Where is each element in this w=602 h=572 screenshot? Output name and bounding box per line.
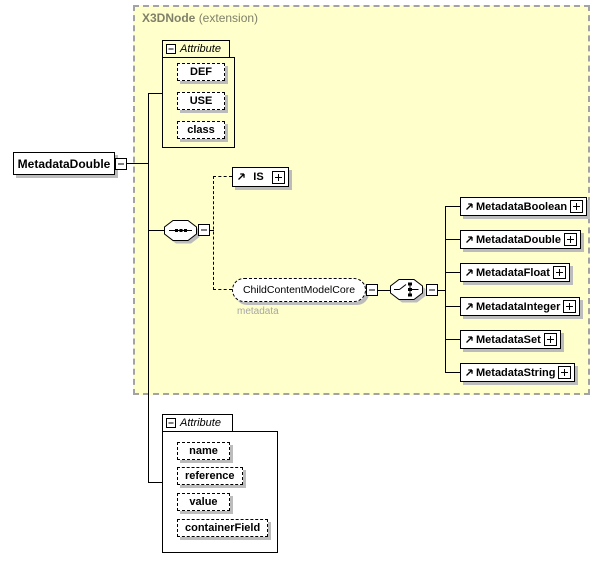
stub-line (445, 339, 460, 340)
element-IS[interactable]: IS (232, 167, 289, 187)
ne-arrow-icon (466, 236, 473, 243)
attribute-group-top-header: Attribute (162, 40, 230, 58)
choice-branch-line (445, 206, 446, 373)
element-label: MetadataString (476, 366, 556, 379)
expand-icon[interactable] (543, 333, 557, 346)
ne-arrow-icon (466, 369, 473, 376)
connector-line (378, 290, 390, 291)
annotation-metadata: metadata (237, 306, 279, 317)
expand-icon[interactable] (272, 170, 285, 184)
attribute-class[interactable]: class (177, 121, 225, 139)
attribute-value[interactable]: value (177, 493, 230, 511)
element-MetadataDouble[interactable]: MetadataDouble (460, 230, 581, 249)
collapse-icon[interactable] (166, 418, 176, 428)
choice-icon[interactable] (390, 279, 428, 305)
sequence-icon[interactable] (164, 220, 202, 246)
extension-frame-label: X3DNode (extension) (142, 11, 258, 25)
collapse-icon[interactable] (115, 158, 127, 170)
element-label: MetadataBoolean (476, 200, 568, 213)
ne-arrow-icon (238, 173, 245, 180)
attribute-containerField[interactable]: containerField (177, 519, 269, 537)
group-label: ChildContentModelCore (242, 284, 356, 296)
optional-line (210, 230, 214, 231)
attribute-group-bottom-body (162, 431, 278, 553)
attribute-label: reference (185, 470, 235, 482)
connector-line (148, 93, 162, 94)
optional-branch-line (213, 176, 214, 290)
connector-line (148, 230, 165, 231)
trunk-line (148, 93, 149, 483)
element-label: MetadataFloat (476, 266, 550, 279)
extension-kind: (extension) (198, 11, 259, 25)
attribute-label: USE (189, 95, 213, 107)
stub-line (445, 372, 460, 373)
ne-arrow-icon (466, 336, 473, 343)
expand-icon[interactable] (563, 233, 577, 246)
stub-line (445, 272, 460, 273)
connector-line (148, 482, 162, 483)
element-MetadataDouble-root[interactable]: MetadataDouble (13, 152, 115, 175)
expand-icon[interactable] (558, 366, 572, 379)
stub-line (445, 239, 460, 240)
stub-line (445, 206, 460, 207)
element-MetadataString[interactable]: MetadataString (460, 363, 576, 382)
attribute-name[interactable]: name (177, 442, 230, 460)
collapse-icon[interactable] (198, 224, 210, 236)
element-MetadataFloat[interactable]: MetadataFloat (460, 263, 570, 282)
attribute-label: class (187, 124, 215, 136)
collapse-icon[interactable] (166, 44, 176, 54)
connector-line (127, 163, 148, 164)
optional-line (213, 176, 232, 177)
stub-line (445, 306, 460, 307)
collapse-icon[interactable] (366, 284, 378, 296)
element-MetadataInteger[interactable]: MetadataInteger (460, 297, 581, 316)
element-label: MetadataSet (476, 333, 541, 346)
attribute-group-label: Attribute (180, 417, 221, 429)
connector-line (438, 290, 445, 291)
attribute-DEF[interactable]: DEF (177, 63, 225, 81)
extension-base-type: X3DNode (142, 11, 196, 25)
element-label: MetadataDouble (17, 156, 111, 171)
element-label: IS (253, 171, 264, 183)
expand-icon[interactable] (570, 200, 584, 213)
element-MetadataSet[interactable]: MetadataSet (460, 330, 561, 349)
element-MetadataBoolean[interactable]: MetadataBoolean (460, 197, 588, 216)
attribute-label: containerField (185, 522, 261, 534)
ne-arrow-icon (466, 269, 473, 276)
attribute-label: name (189, 445, 218, 457)
ne-arrow-icon (466, 203, 473, 210)
element-label: MetadataInteger (476, 300, 561, 313)
expand-icon[interactable] (563, 300, 577, 313)
attribute-group-top-body (162, 57, 235, 148)
group-ChildContentModelCore[interactable]: ChildContentModelCore (232, 278, 366, 302)
element-label: MetadataDouble (476, 233, 561, 246)
attribute-label: DEF (190, 66, 212, 78)
collapse-icon[interactable] (426, 284, 438, 296)
attribute-reference[interactable]: reference (177, 467, 243, 485)
attribute-USE[interactable]: USE (177, 92, 225, 110)
attribute-group-bottom-header: Attribute (162, 414, 233, 432)
optional-line (213, 289, 232, 290)
expand-icon[interactable] (552, 266, 566, 279)
attribute-group-label: Attribute (180, 43, 221, 55)
attribute-label: value (189, 496, 218, 508)
ne-arrow-icon (466, 303, 473, 310)
